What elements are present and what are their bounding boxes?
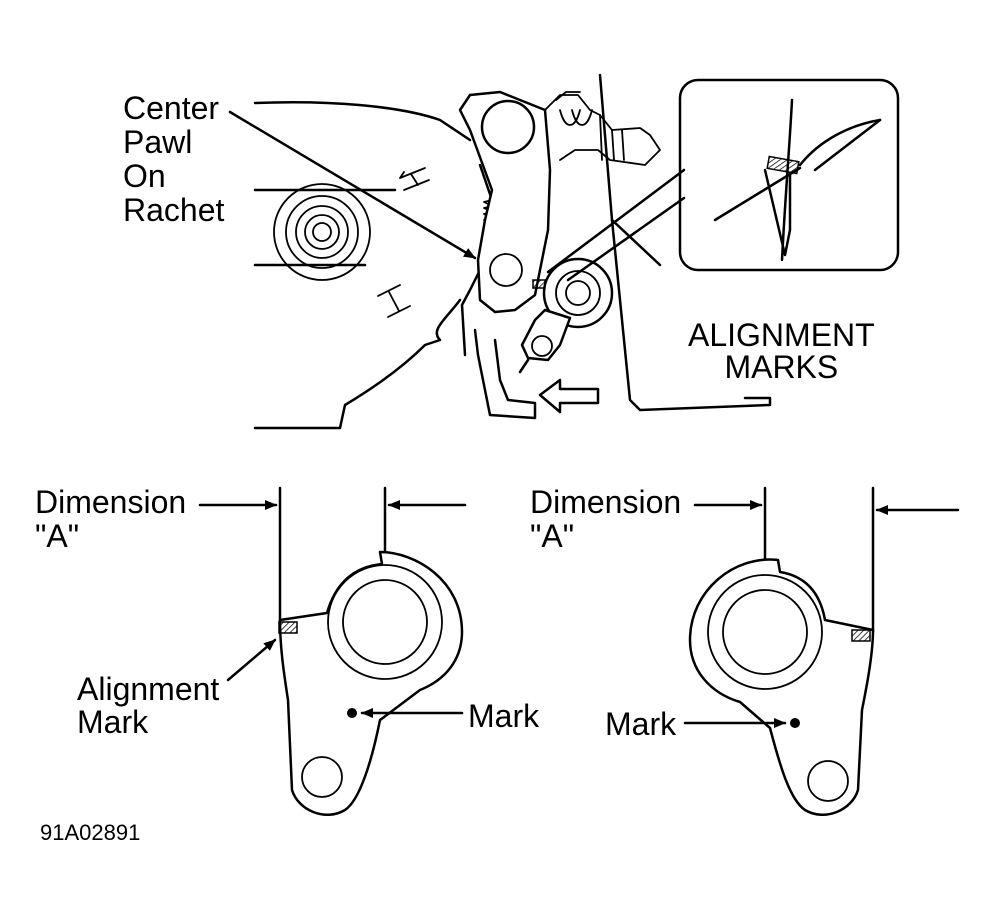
alignment-mark-label: Alignment Mark: [77, 671, 220, 740]
figure-code: 91A02891: [40, 820, 141, 845]
dimension-a-left-label: Dimension "A": [35, 484, 187, 554]
left-lever: [198, 486, 467, 816]
mark-left-label: Mark: [468, 698, 540, 734]
center-pawl-label: Center Pawl On Rachet: [123, 90, 225, 228]
detail-inset-icon: [546, 78, 900, 282]
mark-right-label: Mark: [605, 706, 677, 742]
alignment-marks-label: ALIGNMENT MARKS: [688, 317, 875, 385]
dimension-a-right-label: Dimension "A": [530, 484, 682, 554]
arrow-icon: [538, 378, 600, 414]
adjuster-lever-icon: [278, 550, 464, 816]
alignment-mark-hatch: [532, 279, 546, 289]
top-assembly: [228, 73, 772, 430]
right-lever: [683, 486, 960, 816]
